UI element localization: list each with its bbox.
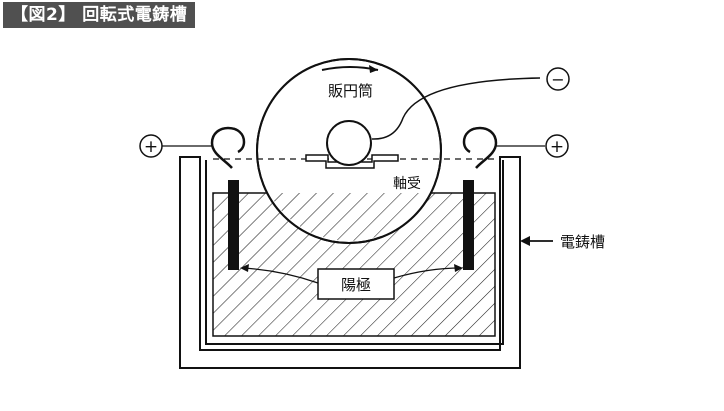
plus-symbol-right: + [550,137,564,157]
anode-plate-right [463,180,474,270]
plus-terminal-left [139,134,163,158]
plus-terminal-right [545,134,569,158]
minus-symbol: − [551,70,564,89]
cathode-lead [371,77,541,140]
anode-pointer-left [241,267,319,284]
label-anode: 陽極 [341,276,371,294]
anode-hook-left [210,126,246,169]
label-tank: 電鋳槽 [560,233,605,251]
anode-plate-left [228,180,239,270]
bearing-bracket [305,154,399,169]
figure-title: 【図2】 回転式電鋳槽 [3,2,196,28]
tank-outer-wall [179,156,521,369]
label-plate-cylinder: 販円筒 [328,82,373,100]
plus-symbol-left: + [144,137,158,157]
label-bearing: 軸受 [393,176,421,192]
anode-label-box [317,268,395,300]
minus-terminal [546,67,570,91]
tank-inner-wall [205,160,504,345]
shaft [326,120,372,166]
anode-hook-right [462,126,498,169]
